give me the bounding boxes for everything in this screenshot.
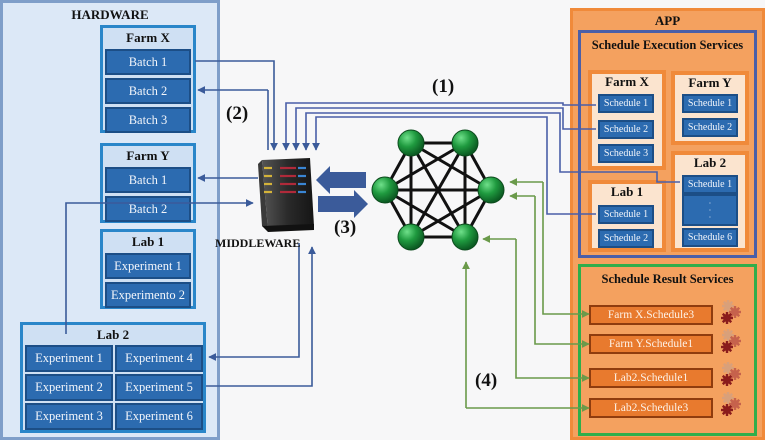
middleware-network-arrows bbox=[316, 166, 368, 218]
network-edge bbox=[384, 188, 466, 239]
lab-1-title: Lab 1 bbox=[131, 234, 165, 249]
result-lab2-schedule1[interactable]: Lab2.Schedule1 bbox=[589, 368, 713, 388]
lab-1-experiment-2[interactable]: Experimento 2 bbox=[105, 282, 191, 308]
network-edge bbox=[410, 188, 492, 239]
exec-farm-x-group: Farm X Schedule 1 Schedule 2 Schedule 3 bbox=[588, 70, 666, 170]
exec-farm-y-schedule-2[interactable]: Schedule 2 bbox=[682, 118, 738, 137]
result-farm-x-schedule3[interactable]: Farm X.Schedule3 bbox=[589, 305, 713, 325]
farm-y-batch-1[interactable]: Batch 1 bbox=[105, 167, 191, 193]
lab-1-experiment-1[interactable]: Experiment 1 bbox=[105, 253, 191, 279]
exec-lab-2-ellipsis: · · · bbox=[682, 194, 738, 226]
exec-lab-1-schedule-2[interactable]: Schedule 2 bbox=[598, 229, 654, 248]
network-node bbox=[451, 223, 479, 251]
network-node bbox=[397, 223, 425, 251]
exec-lab-2-schedule-6[interactable]: Schedule 6 bbox=[682, 228, 738, 247]
network-edge bbox=[384, 141, 466, 192]
exec-farm-y-schedule-1[interactable]: Schedule 1 bbox=[682, 94, 738, 113]
exec-farm-x-title: Farm X bbox=[605, 74, 649, 89]
schedule-result-services bbox=[578, 264, 757, 436]
farm-x-batch-2[interactable]: Batch 2 bbox=[105, 78, 191, 104]
lab-2-experiment-4[interactable]: Experiment 4 bbox=[115, 345, 203, 372]
schedule-execution-title: Schedule Execution Services bbox=[591, 38, 744, 52]
network-node bbox=[397, 129, 425, 157]
hardware-title: HARDWARE bbox=[71, 7, 149, 22]
lab-2-experiment-1[interactable]: Experiment 1 bbox=[25, 345, 113, 372]
lab-1-group: Lab 1 Experiment 1 Experimento 2 bbox=[100, 229, 196, 309]
exec-lab-1-group: Lab 1 Schedule 1 Schedule 2 bbox=[588, 180, 666, 252]
result-connectors bbox=[462, 178, 590, 412]
step-1-label: (1) bbox=[432, 76, 455, 97]
exec-farm-x-schedule-1[interactable]: Schedule 1 bbox=[598, 94, 654, 113]
schedule-execution-services bbox=[578, 30, 757, 258]
farm-x-title: Farm X bbox=[126, 30, 170, 45]
lab-2-title: Lab 2 bbox=[96, 327, 130, 342]
execution-connectors bbox=[282, 102, 680, 215]
middleware-server-icon bbox=[258, 158, 314, 232]
lab-2-experiment-2[interactable]: Experiment 2 bbox=[25, 374, 113, 401]
farm-y-batch-2[interactable]: Batch 2 bbox=[105, 196, 191, 222]
exec-lab-1-schedule-1[interactable]: Schedule 1 bbox=[598, 205, 654, 224]
farm-x-batch-1[interactable]: Batch 1 bbox=[105, 49, 191, 75]
exec-farm-y-title: Farm Y bbox=[688, 75, 732, 90]
farm-y-title: Farm Y bbox=[126, 148, 170, 163]
lab-2-experiment-3[interactable]: Experiment 3 bbox=[25, 403, 113, 430]
network-node bbox=[451, 129, 479, 157]
network-graph bbox=[371, 129, 505, 251]
schedule-result-title: Schedule Result Services bbox=[601, 272, 734, 286]
lab-2-experiment-5[interactable]: Experiment 5 bbox=[115, 374, 203, 401]
lab-2-group: Lab 2 Experiment 1 Experiment 4 Experime… bbox=[20, 322, 206, 433]
network-node bbox=[477, 176, 505, 204]
exec-lab-2-group: Lab 2 Schedule 1 · · · Schedule 6 bbox=[671, 151, 749, 252]
result-farm-y-schedule1[interactable]: Farm Y.Schedule1 bbox=[589, 334, 713, 354]
farm-x-batch-3[interactable]: Batch 3 bbox=[105, 107, 191, 133]
network-node bbox=[371, 176, 399, 204]
step-2-label: (2) bbox=[226, 103, 249, 124]
lab-2-experiment-6[interactable]: Experiment 6 bbox=[115, 403, 203, 430]
farm-y-group: Farm Y Batch 1 Batch 2 bbox=[100, 143, 196, 223]
exec-farm-x-schedule-3[interactable]: Schedule 3 bbox=[598, 144, 654, 163]
exec-farm-x-schedule-2[interactable]: Schedule 2 bbox=[598, 120, 654, 139]
exec-lab-2-schedule-1[interactable]: Schedule 1 bbox=[682, 175, 738, 194]
exec-farm-y-group: Farm Y Schedule 1 Schedule 2 bbox=[671, 71, 749, 145]
result-lab2-schedule3[interactable]: Lab2.Schedule3 bbox=[589, 398, 713, 418]
exec-lab-1-title: Lab 1 bbox=[610, 184, 644, 199]
farm-x-group: Farm X Batch 1 Batch 2 Batch 3 bbox=[100, 25, 196, 133]
exec-lab-2-title: Lab 2 bbox=[693, 155, 727, 170]
hardware-connectors bbox=[65, 60, 316, 387]
step-3-label: (3) bbox=[334, 217, 357, 238]
app-title: APP bbox=[654, 13, 681, 28]
middleware-label: MIDDLEWARE bbox=[215, 236, 301, 250]
step-4-label: (4) bbox=[475, 370, 498, 391]
